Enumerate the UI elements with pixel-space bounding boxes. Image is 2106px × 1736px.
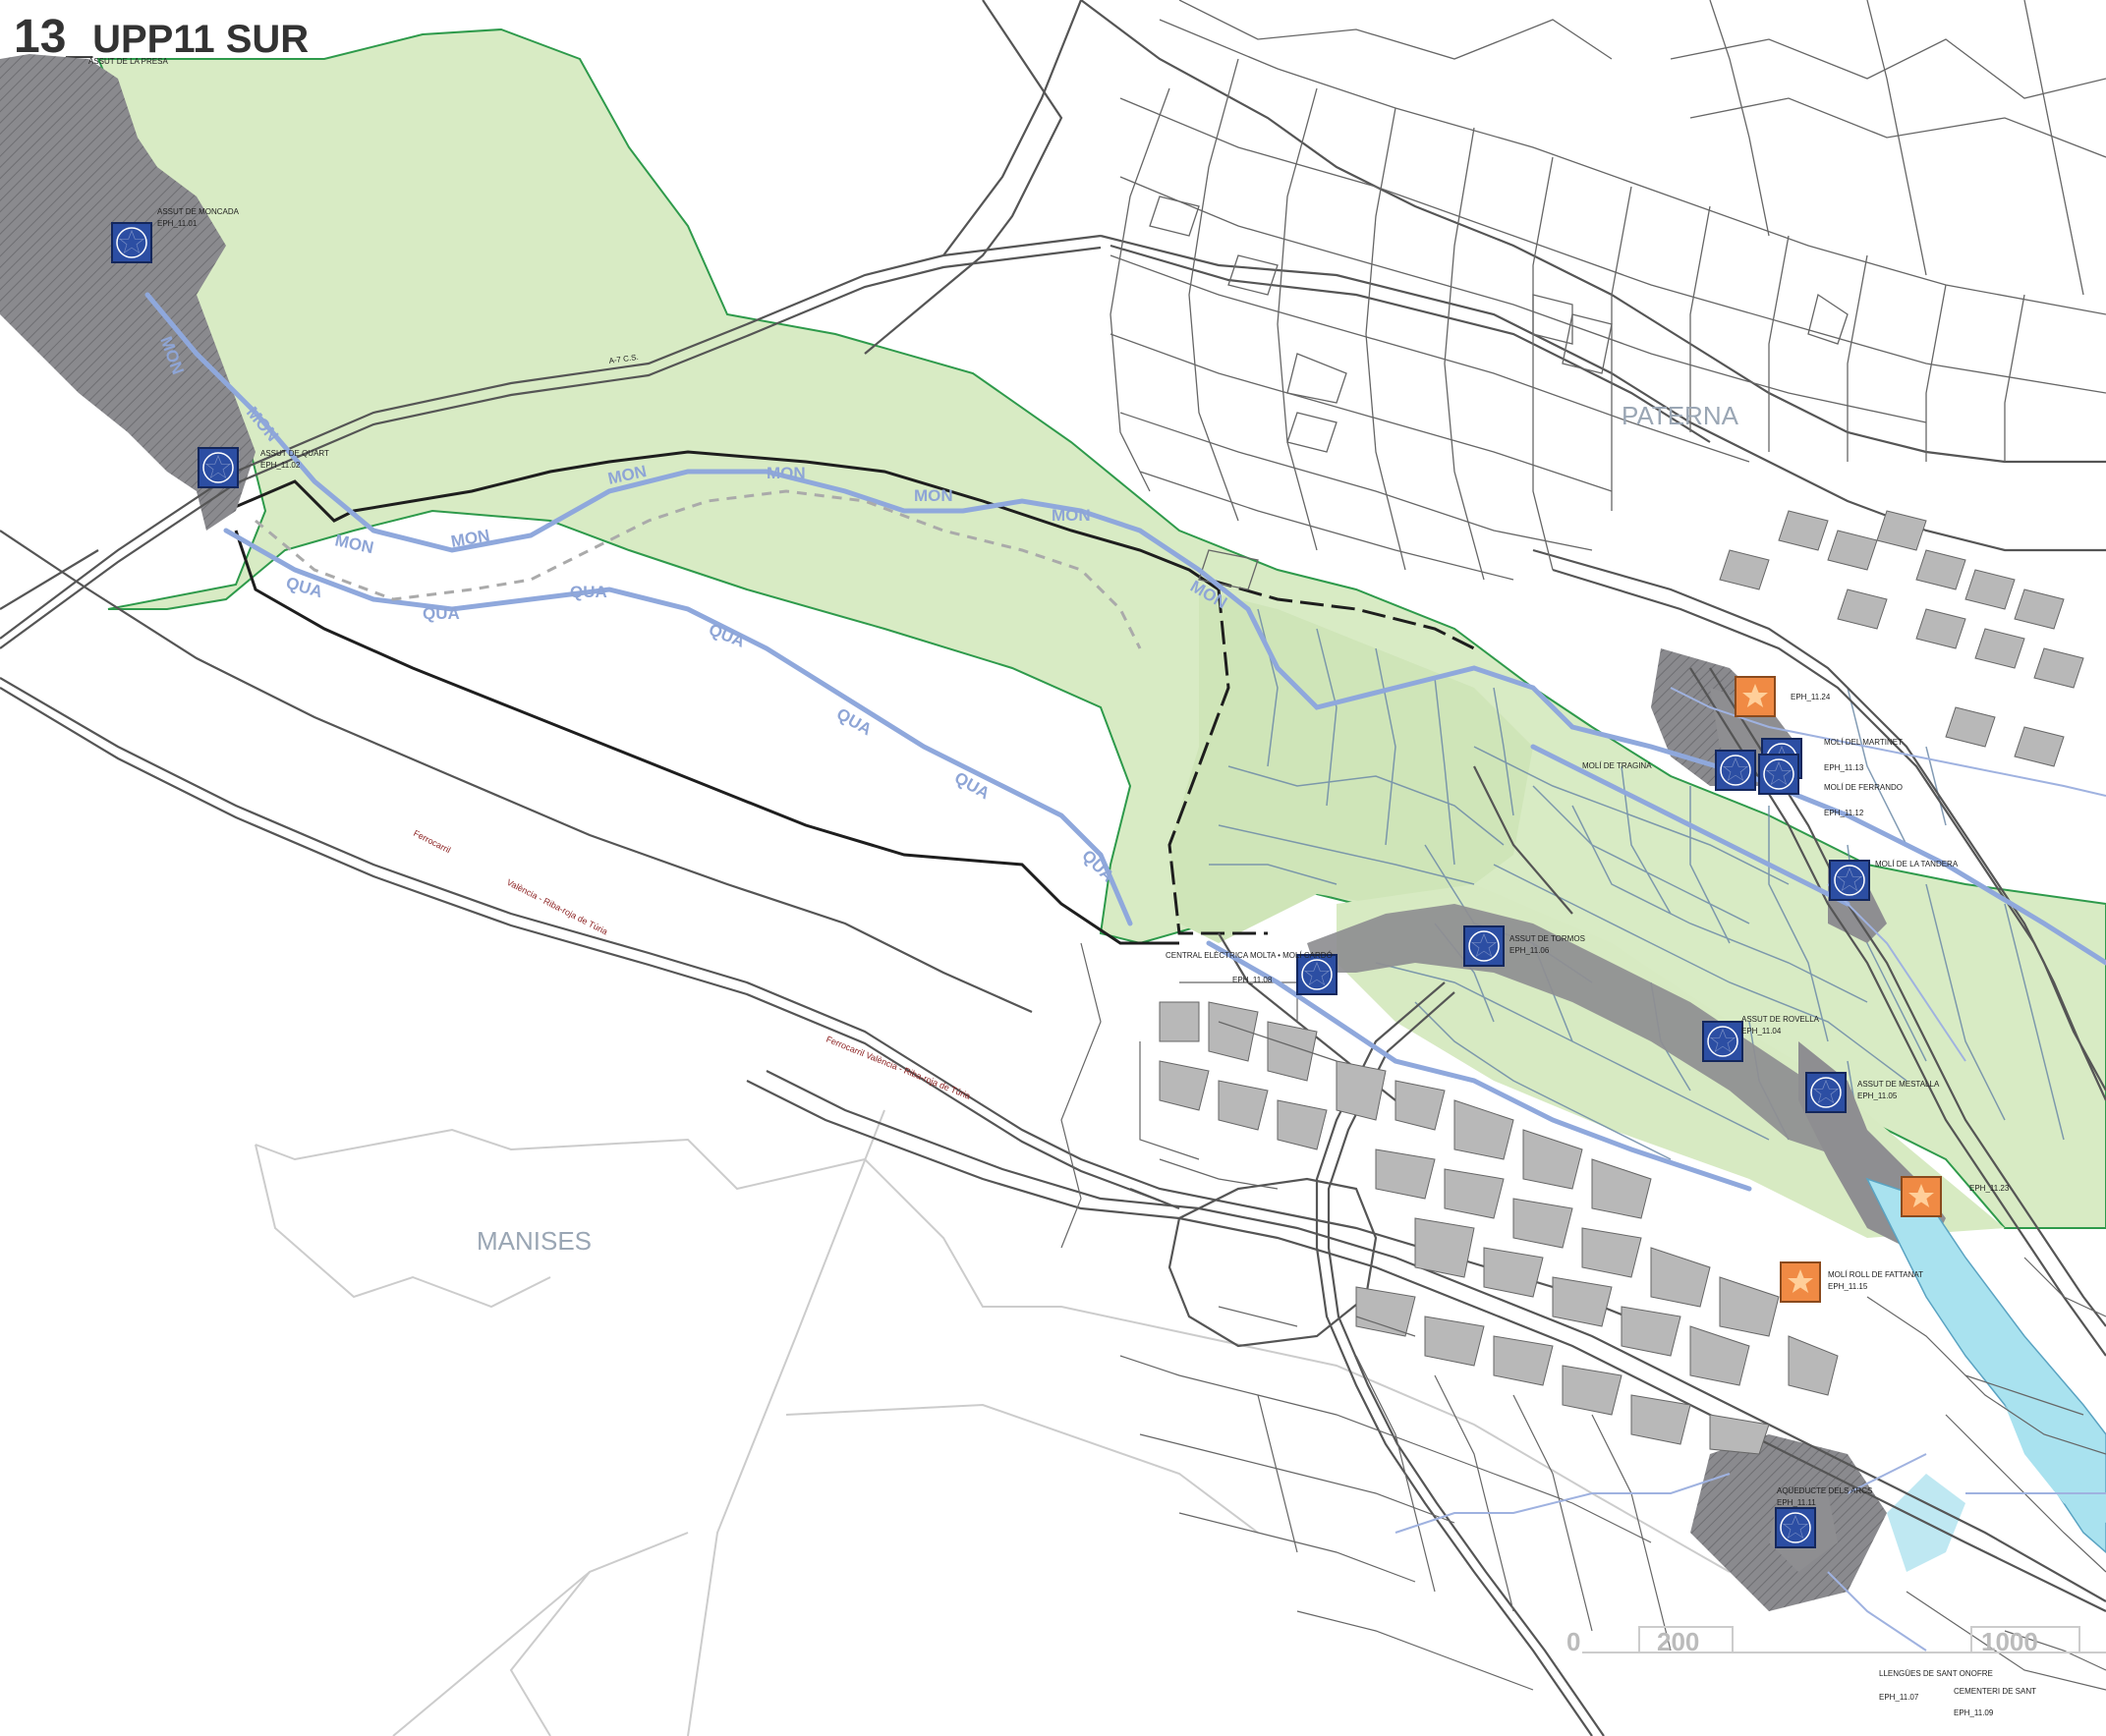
channel-label: MON <box>767 464 806 482</box>
site-label: CEMENTERI DE SANT <box>1954 1687 2036 1696</box>
site-marker-torre[interactable] <box>1735 676 1776 717</box>
site-label: MOLÍ DE FERRANDO <box>1824 783 1903 792</box>
scale-label: 200 <box>1657 1627 1699 1656</box>
site-label: MOLÍ DE LA TANDERA <box>1875 860 1959 868</box>
site-code: EPH_11.08 <box>1232 976 1273 984</box>
channel-label: QUA <box>707 620 748 651</box>
site-code: EPH_11.11 <box>1777 1498 1816 1507</box>
channel-label: MON <box>449 526 490 551</box>
upp-boundary <box>225 450 1475 945</box>
site-marker-central[interactable] <box>1296 954 1338 995</box>
site-label: MOLÍ DEL MARTINET <box>1824 738 1903 747</box>
channel-label: MON <box>333 531 375 557</box>
scale-label: 0 <box>1566 1627 1580 1656</box>
channel-label: MON <box>914 486 953 505</box>
site-label: LLENGÜES DE SANT ONOFRE <box>1879 1669 1993 1678</box>
irrigation-channels <box>144 292 2106 1192</box>
site-marker-fernando[interactable] <box>1758 754 1799 795</box>
site-marker-quart[interactable] <box>198 447 239 488</box>
site-code: EPH_11.24 <box>1791 693 1831 701</box>
channel-label: QUA <box>570 583 607 601</box>
site-code: EPH_11.09 <box>1954 1708 1994 1717</box>
light-urban-blocks <box>1060 942 2106 1691</box>
site-label: ASSUT DE ROVELLA <box>1741 1015 1820 1024</box>
site-marker-tandera[interactable] <box>1829 860 1870 901</box>
site-label: ASSUT DE MONCADA <box>157 207 240 216</box>
river-turia <box>1865 1177 2106 1572</box>
dashed-old-river <box>255 489 1142 649</box>
site-label: MOLÍ DE TRAGINA <box>1582 761 1652 770</box>
site-marker-orange-2[interactable] <box>1901 1176 1942 1217</box>
site-code: EPH_11.05 <box>1857 1092 1898 1100</box>
site-label: CENTRAL ELÈCTRICA MOLTA • MOLÍ CARDÓ <box>1166 951 1333 960</box>
site-marker-rovella[interactable] <box>1702 1021 1743 1062</box>
site-label: ASSUT DE MESTALLA <box>1857 1080 1940 1089</box>
site-code: EPH_11.02 <box>260 461 301 470</box>
place-label-manises: MANISES <box>477 1226 592 1256</box>
site-code: EPH_11.15 <box>1828 1282 1868 1291</box>
site-marker-tormos[interactable] <box>1463 925 1505 967</box>
site-label: ASSUT DE TORMOS <box>1509 934 1585 943</box>
municipal-boundaries <box>255 1109 1731 1736</box>
site-code: EPH_11.01 <box>157 219 198 228</box>
site-marker-fattanat[interactable] <box>1780 1261 1821 1303</box>
map-title-name: UPP11 SUR <box>92 18 310 61</box>
channel-label: QUA <box>423 604 460 623</box>
site-code: EPH_11.07 <box>1879 1693 1919 1702</box>
site-marker-tragina[interactable] <box>1715 750 1756 791</box>
scale-label: 1000 <box>1981 1627 2038 1656</box>
place-label-paterna: PATERNA <box>1622 401 1739 430</box>
heritage-sites: ASSUT DE LA PRESA ASSUT DE MONCADA EPH_1… <box>88 57 2036 1717</box>
site-marker-mestalla[interactable] <box>1805 1072 1847 1113</box>
site-label: ASSUT DE LA PRESA <box>88 57 168 66</box>
channel-label: MON <box>1052 506 1091 525</box>
paterna-urban-grid <box>1110 0 2106 590</box>
rail-label: Ferrocarril València - Riba-roja de Túri… <box>825 1035 972 1101</box>
map-title: 13_UPP11 SUR <box>14 10 309 64</box>
site-code: EPH_11.12 <box>1824 809 1864 817</box>
map-title-number: 13_ <box>14 11 93 63</box>
site-label: AQÜEDUCTE DELS ARCS <box>1777 1486 1872 1495</box>
dense-urban-blocks <box>1159 510 2084 1455</box>
site-code: EPH_11.23 <box>1969 1184 2010 1193</box>
site-code: EPH_11.06 <box>1509 946 1550 955</box>
site-code: EPH_11.04 <box>1741 1027 1782 1036</box>
rail-label: Ferrocarril <box>412 828 452 856</box>
secondary-channels <box>1395 687 2106 1652</box>
scale-bar: 0 200 1000 <box>1566 1626 2106 1656</box>
site-marker-moncada[interactable] <box>111 222 152 263</box>
site-marker-arcs[interactable] <box>1775 1507 1816 1548</box>
road-label-a7: A-7 C.S. <box>608 353 639 365</box>
site-label: ASSUT DE QUART <box>260 449 329 458</box>
site-code: EPH_11.13 <box>1824 763 1864 772</box>
site-label: MOLÍ ROLL DE FATTANAT <box>1828 1270 1923 1279</box>
